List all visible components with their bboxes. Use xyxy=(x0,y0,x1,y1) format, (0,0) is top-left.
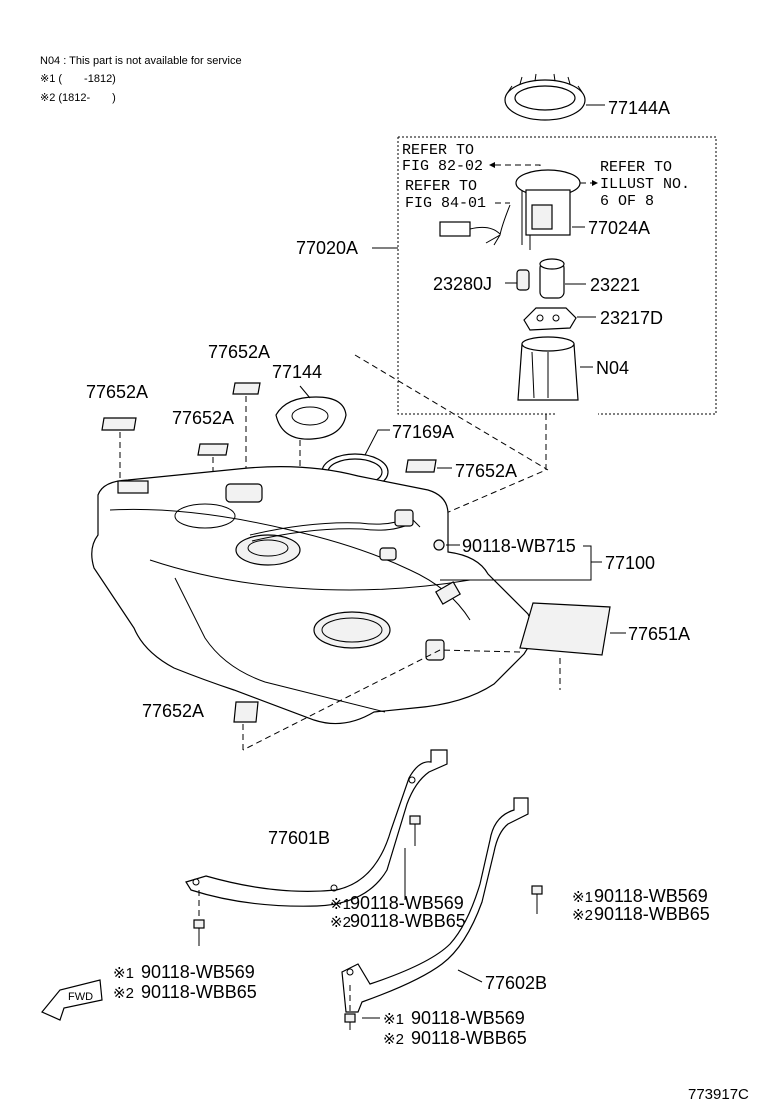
gasket-plate-77144[interactable] xyxy=(275,385,347,440)
refer-fig82-line1: REFER TO xyxy=(402,142,474,159)
bolt-mid-mark2: ※2 xyxy=(330,914,351,931)
fuel-pump-assembly-box xyxy=(397,136,717,415)
bolt-right-code1: 90118-WB569 xyxy=(594,886,708,906)
bolt-bottom-mark2: ※2 xyxy=(383,1031,404,1048)
label-90118-WB715: 90118-WB715 xyxy=(462,536,576,556)
tank-band-77602B[interactable] xyxy=(341,797,529,1013)
label-77100: 77100 xyxy=(605,553,655,573)
refer-illust-line3: 6 OF 8 xyxy=(600,193,654,210)
bolt-bottom-code1: 90118-WB569 xyxy=(411,1008,525,1028)
bolt-mid-mark1: ※1 xyxy=(330,896,351,913)
bolt-mid-code1: 90118-WB569 xyxy=(350,893,464,913)
label-77169A: 77169A xyxy=(392,422,454,442)
bolt-mid-code2: 90118-WBB65 xyxy=(350,911,466,931)
refer-illust-line2: ILLUST NO. xyxy=(600,176,690,193)
pad-77652A-left[interactable] xyxy=(101,417,137,431)
note-n04: N04 : This part is not available for ser… xyxy=(40,55,242,67)
bolt-left-code1: 90118-WB569 xyxy=(141,962,255,982)
diagram-id: 773917C xyxy=(688,1086,749,1103)
fwd-label: FWD xyxy=(68,991,93,1003)
label-77602B: 77602B xyxy=(485,973,547,993)
bolt-right-mark2: ※2 xyxy=(572,907,593,924)
fuel-pump-assembly-77024A[interactable] xyxy=(439,169,585,250)
filter-23280J[interactable] xyxy=(505,269,530,291)
bolt-left-code2: 90118-WBB65 xyxy=(141,982,257,1002)
bolt-bottom-code2: 90118-WBB65 xyxy=(411,1028,527,1048)
bolt-bottom-mark1: ※1 xyxy=(383,1011,404,1028)
label-77651A: 77651A xyxy=(628,624,690,644)
label-77020A: 77020A xyxy=(296,238,358,258)
tank-band-77601B[interactable] xyxy=(185,749,448,907)
label-77652A-bottom: 77652A xyxy=(142,701,204,721)
refer-illust-line1: REFER TO xyxy=(600,159,672,176)
label-77652A-upper: 77652A xyxy=(208,342,270,362)
fuel-pump-23221[interactable] xyxy=(539,258,586,299)
label-77144A: 77144A xyxy=(608,98,670,118)
label-23221: 23221 xyxy=(590,275,640,295)
bolt-bottom[interactable] xyxy=(344,985,380,1030)
bolt-right-code2: 90118-WBB65 xyxy=(594,904,710,924)
lock-ring-77144A[interactable] xyxy=(504,73,605,121)
bolt-right[interactable] xyxy=(531,885,543,914)
pad-77652A-mid[interactable] xyxy=(197,443,229,456)
label-77652A-mid: 77652A xyxy=(172,408,234,428)
label-77024A: 77024A xyxy=(588,218,650,238)
reservoir-cup-N04[interactable] xyxy=(517,336,593,401)
label-N04: N04 xyxy=(596,358,629,378)
pad-77652A-upper[interactable] xyxy=(232,382,261,395)
note-mark-1: ※1 ( -1812) xyxy=(40,73,116,85)
label-23217D: 23217D xyxy=(600,308,663,328)
pad-77652A-bottom[interactable] xyxy=(233,701,259,723)
label-77601B: 77601B xyxy=(268,828,330,848)
refer-fig84-line2: FIG 84-01 xyxy=(405,195,486,212)
bolt-left-mark1: ※1 xyxy=(113,965,134,982)
label-77652A-right: 77652A xyxy=(455,461,517,481)
label-77144: 77144 xyxy=(272,362,322,382)
bolt-left[interactable] xyxy=(193,890,205,946)
bolt-left-mark2: ※2 xyxy=(113,985,134,1002)
refer-fig82-line2: FIG 82-02 xyxy=(402,158,483,175)
refer-fig84-line1: REFER TO xyxy=(405,178,477,195)
label-77652A-left: 77652A xyxy=(86,382,148,402)
fwd-arrow-icon: FWD xyxy=(41,979,103,1021)
bolt-right-mark1: ※1 xyxy=(572,889,593,906)
bracket-23217D[interactable] xyxy=(523,307,596,331)
bolt-mid[interactable] xyxy=(404,815,421,900)
fuel-tank-77100[interactable] xyxy=(91,466,533,725)
note-mark-2: ※2 (1812- ) xyxy=(40,92,116,104)
label-23280J: 23280J xyxy=(433,274,492,294)
insulator-sheet-77651A[interactable] xyxy=(519,602,626,656)
pad-77652A-right[interactable] xyxy=(405,459,452,473)
